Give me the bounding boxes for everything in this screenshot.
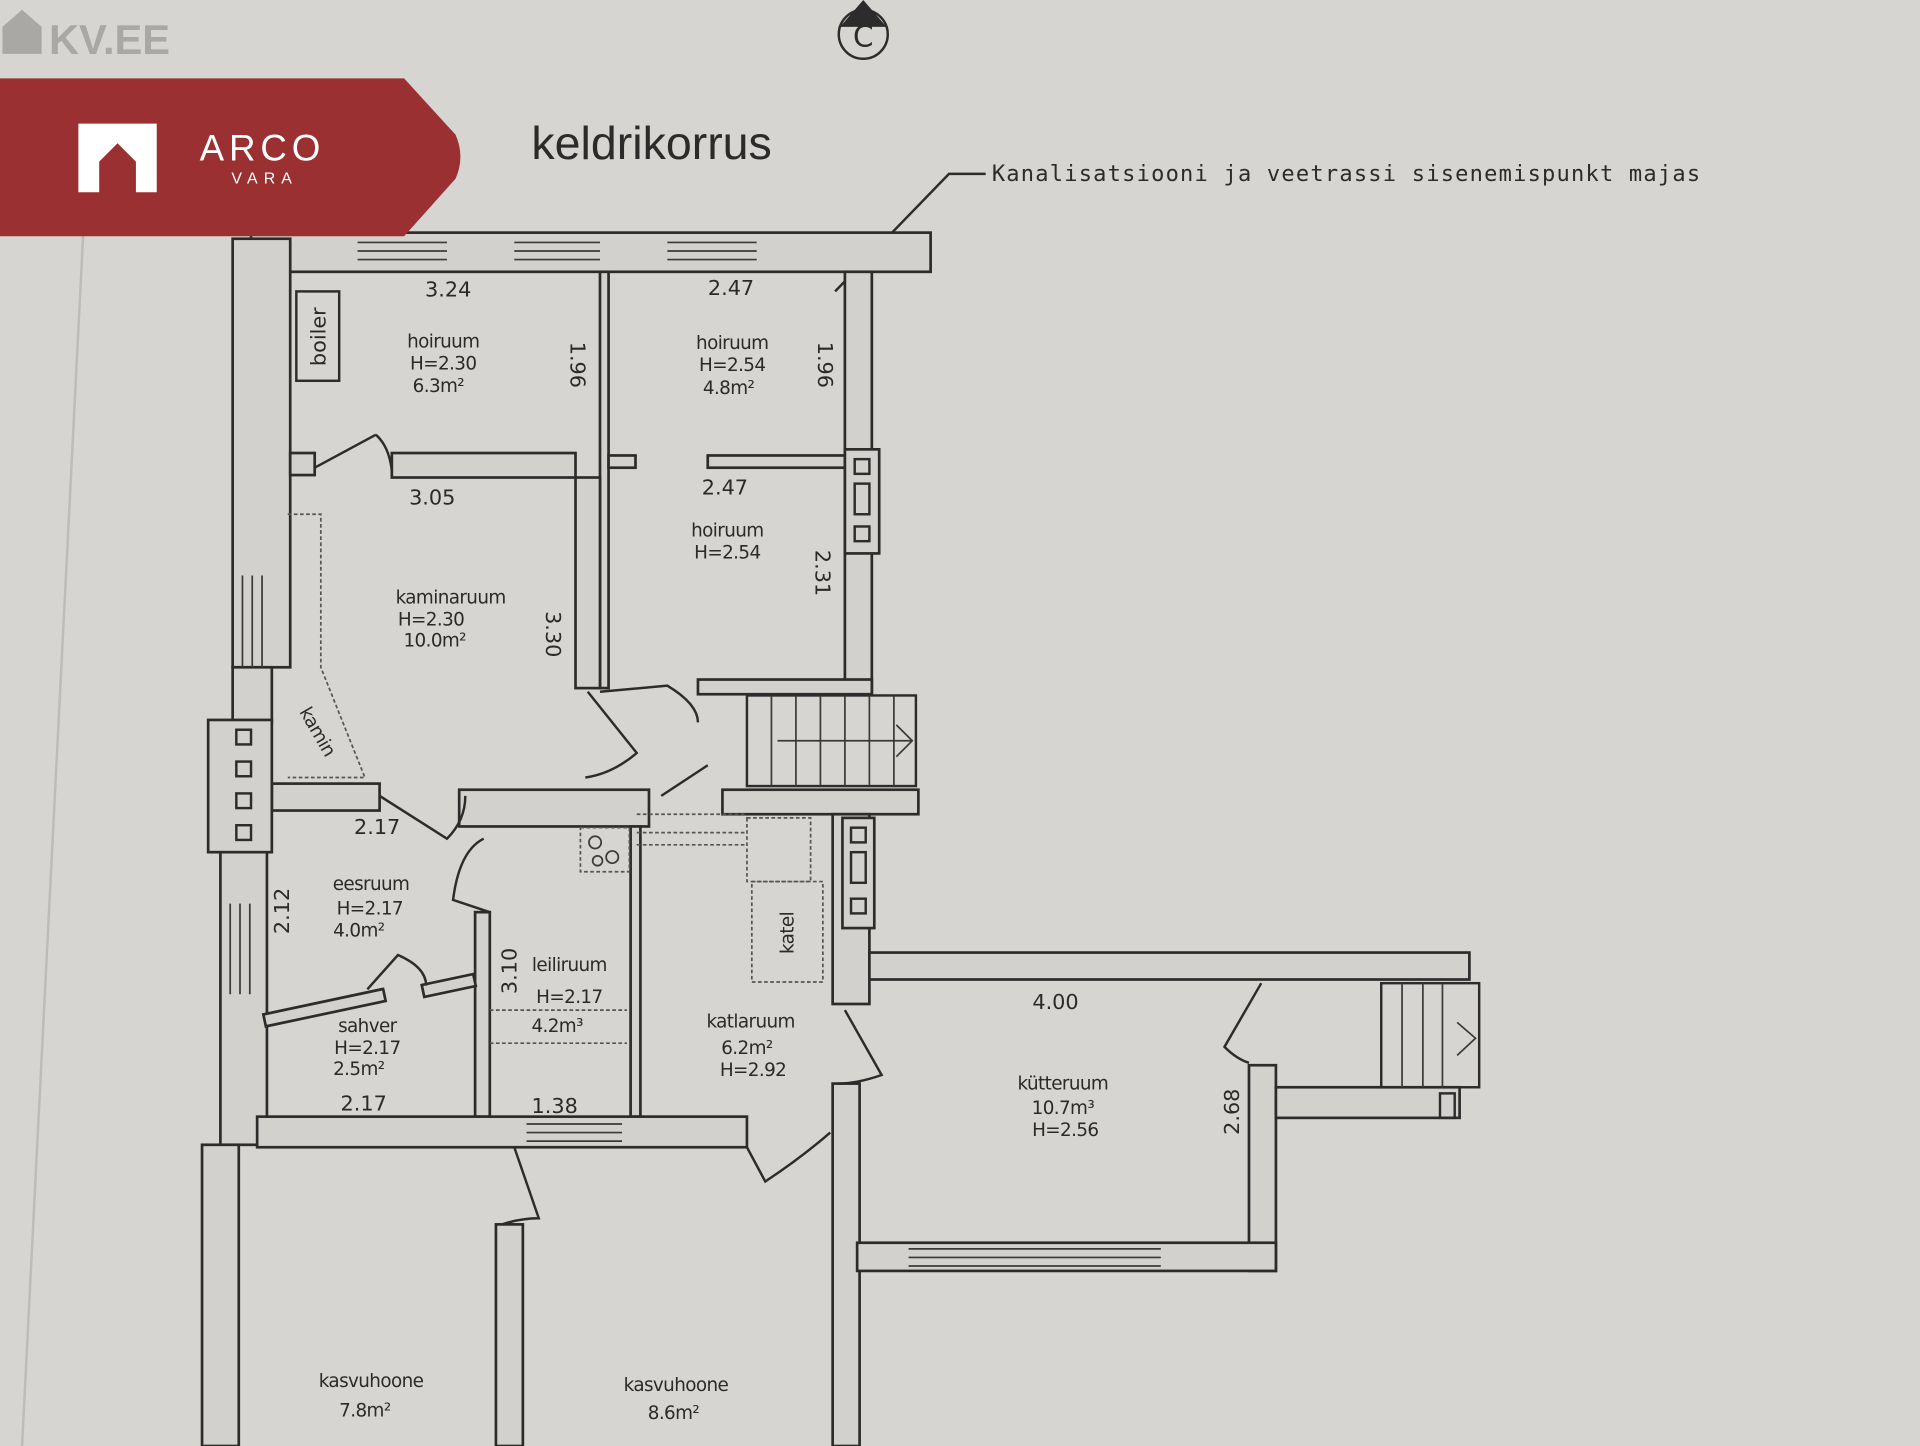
watermark-text: KV.EE — [49, 16, 170, 63]
room-name: katlaruum — [706, 1011, 794, 1032]
room-height: H=2.54 — [699, 355, 765, 376]
dimension-label: 2.17 — [354, 815, 400, 839]
dimension-label: 1.96 — [813, 342, 837, 388]
room-name: leiliruum — [532, 955, 607, 976]
room-kasvuhoone-1: kasvuhoone 7.8m² — [319, 1371, 424, 1421]
room-hoiruum-2: hoiruum H=2.54 4.8m² — [696, 333, 769, 399]
house-logo-icon — [78, 123, 157, 193]
katel-label: katel — [777, 912, 798, 954]
kamin-fixture: kamin — [287, 513, 367, 779]
room-area: 6.2m² — [721, 1038, 773, 1059]
katel-fixture: katel — [746, 817, 824, 983]
stairs — [745, 694, 1481, 1120]
room-name: hoiruum — [691, 520, 763, 541]
annotation-text: Kanalisatsiooni ja veetrassi sisenemispu… — [992, 162, 1702, 187]
room-height: H=2.54 — [694, 542, 760, 563]
house-icon — [2, 9, 42, 54]
arco-vara-logo: ARCO VARA — [0, 78, 461, 237]
room-name: kasvuhoone — [624, 1375, 729, 1396]
dimension-label: 2.47 — [702, 476, 748, 500]
dimension-label: 2.68 — [1220, 1089, 1244, 1135]
brand-name: ARCO — [200, 127, 326, 168]
dimension-label: 3.10 — [498, 948, 522, 994]
room-kaminaruum: kaminaruum H=2.30 10.0m² — [396, 588, 507, 652]
dimension-label: 4.00 — [1032, 990, 1078, 1014]
brand-sub: VARA — [231, 171, 298, 188]
dimension-label: 1.38 — [532, 1094, 578, 1118]
room-eesruum: eesruum H=2.17 4.0m² — [333, 874, 410, 942]
compass-icon: C — [837, 0, 889, 60]
room-kutteruum: kütteruum 10.7m³ H=2.56 — [1018, 1074, 1109, 1142]
sauna-stove — [579, 813, 747, 873]
boiler-label: boiler — [307, 307, 331, 366]
room-hoiruum-3: hoiruum H=2.54 — [691, 520, 764, 563]
room-name: kütteruum — [1018, 1074, 1109, 1095]
windows — [229, 241, 1161, 1267]
room-area: 10.0m² — [403, 630, 466, 651]
doors — [314, 433, 1263, 1226]
room-area: 6.3m² — [413, 376, 465, 397]
room-area: 4.2m³ — [531, 1016, 583, 1037]
room-area: 10.7m³ — [1032, 1098, 1095, 1119]
room-name: kaminaruum — [396, 588, 506, 609]
room-area: 8.6m² — [648, 1403, 700, 1424]
room-height: H=2.17 — [334, 1038, 400, 1059]
dimensions: 3.24 2.47 1.96 1.96 3.05 2.47 2.31 3.30 … — [270, 276, 1244, 1135]
room-sahver: sahver H=2.17 2.5m² — [333, 1016, 401, 1080]
dimension-label: 2.17 — [341, 1092, 387, 1116]
room-height: H=2.30 — [398, 610, 464, 631]
room-height: H=2.92 — [720, 1060, 786, 1081]
room-height: H=2.56 — [1032, 1120, 1098, 1141]
walls — [200, 231, 1471, 1446]
plan-title: keldrikorrus — [531, 117, 771, 169]
sauna-benches — [489, 1009, 627, 1045]
room-area: 4.0m² — [333, 921, 385, 942]
dimension-label: 3.24 — [425, 277, 471, 301]
room-hoiruum-1: hoiruum H=2.30 6.3m² — [407, 332, 480, 397]
kv-watermark: KV.EE — [2, 9, 170, 63]
dimension-label: 2.12 — [270, 888, 294, 934]
room-area: 4.8m² — [703, 378, 755, 399]
room-katlaruum: katlaruum 6.2m² H=2.92 — [706, 1011, 795, 1081]
dimension-label: 3.30 — [541, 611, 565, 657]
room-leiliruum: leiliruum H=2.17 4.2m³ — [531, 955, 607, 1037]
compass-label: C — [853, 20, 874, 54]
room-name: kasvuhoone — [319, 1371, 424, 1392]
dimension-label: 3.05 — [409, 485, 455, 509]
dimension-label: 2.47 — [708, 276, 754, 300]
room-name: hoiruum — [696, 333, 768, 354]
room-area: 2.5m² — [333, 1059, 385, 1080]
paper-edge — [20, 232, 85, 1446]
kamin-label: kamin — [295, 704, 340, 761]
dimension-label: 2.31 — [811, 550, 835, 596]
room-height: H=2.30 — [410, 354, 476, 375]
room-area: 7.8m² — [339, 1401, 391, 1422]
room-height: H=2.17 — [536, 987, 602, 1008]
room-height: H=2.17 — [337, 899, 403, 920]
boiler-fixture: boiler — [295, 290, 341, 383]
room-name: hoiruum — [407, 332, 479, 353]
dimension-label: 1.96 — [566, 342, 590, 388]
chimney-flues — [206, 448, 881, 930]
room-kasvuhoone-2: kasvuhoone 8.6m² — [624, 1375, 729, 1424]
room-name: sahver — [338, 1016, 398, 1037]
room-name: eesruum — [333, 874, 410, 895]
